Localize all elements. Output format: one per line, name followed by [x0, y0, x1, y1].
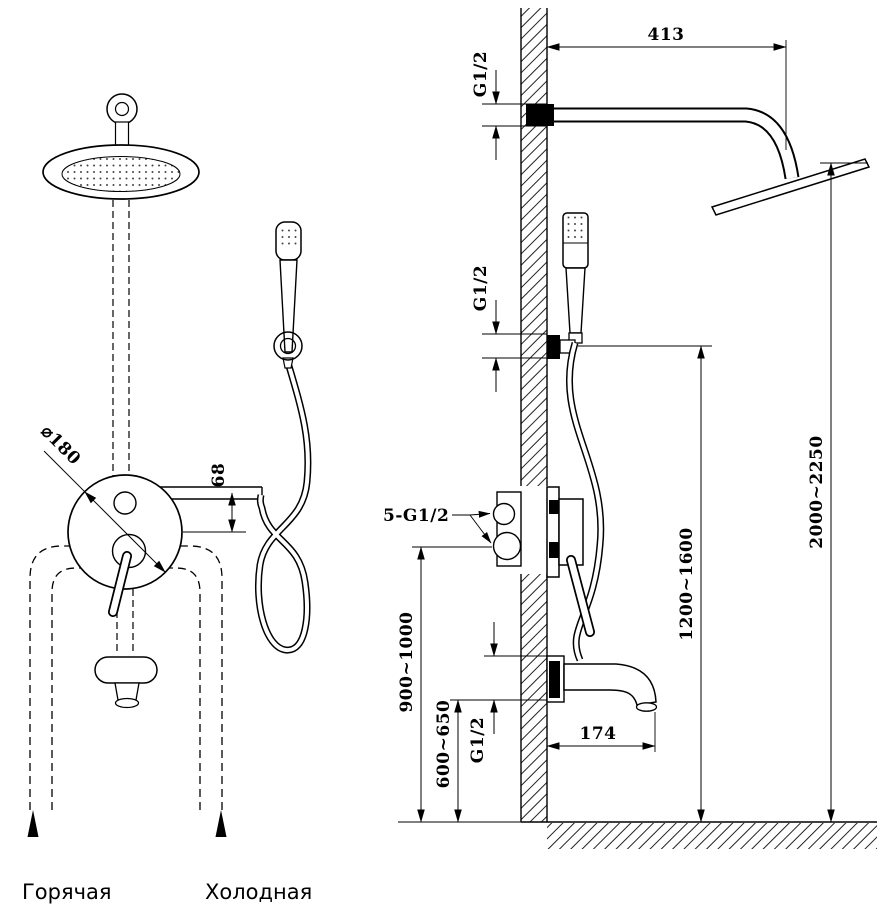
hand-shower-front: [275, 221, 302, 369]
dim-g12-arm: G1/2: [471, 51, 547, 160]
dim-413: 413: [546, 25, 787, 150]
rain-shower-head-front: [42, 93, 200, 200]
hot-water-label: Горячая: [22, 880, 112, 904]
dim-diameter-label: ⌀180: [37, 422, 85, 470]
dim-600-650: 600~650: [434, 699, 462, 823]
dim-g12-holder-label: G1/2: [471, 265, 491, 311]
dim-1200-1600: 1200~1600: [578, 345, 712, 823]
dim-900-1000-label: 900~1000: [397, 611, 417, 712]
dim-68: 68: [183, 463, 246, 533]
floor-section: [521, 821, 877, 849]
hot-flow-arrow: [27, 810, 39, 837]
dim-900-1000: 900~1000: [397, 546, 492, 823]
dim-5-g12-label: 5-G1/2: [383, 506, 449, 526]
front-view: 68 ⌀180 Горячая Холодная: [22, 93, 312, 904]
mixer-valve-side: [492, 486, 595, 637]
dim-413-label: 413: [648, 25, 685, 45]
dim-1200-1600-label: 1200~1600: [677, 527, 697, 640]
cold-flow-arrow: [215, 810, 227, 837]
dim-2000-2250: 2000~2250: [807, 162, 868, 823]
hand-shower-holder-front: [273, 331, 303, 361]
hand-shower-side: [562, 212, 589, 344]
hot-supply-pipe-dashed: [29, 545, 81, 810]
spout-side: [546, 655, 658, 712]
shower-riser-dashed: [112, 200, 134, 654]
dim-2000-2250-label: 2000~2250: [807, 435, 827, 548]
dim-g12-holder: G1/2: [471, 265, 547, 392]
side-view: 413 G1/2 G1/2 5-G1/2 G1/2: [383, 8, 877, 849]
dim-g12-spout: G1/2: [450, 622, 547, 763]
dim-600-650-label: 600~650: [434, 700, 454, 789]
shower-arm-side: [526, 104, 800, 180]
spout-front: [94, 656, 158, 709]
wall-section: [520, 8, 548, 822]
hand-shower-hose-side: [565, 342, 605, 662]
dim-g12-arm-label: G1/2: [471, 51, 491, 97]
hand-shower-supply-pipe: [160, 486, 263, 500]
dim-g12-spout-label: G1/2: [468, 717, 488, 763]
dim-174: 174: [546, 712, 656, 752]
cold-water-label: Холодная: [205, 880, 312, 904]
dim-174-label: 174: [580, 724, 617, 744]
hand-shower-hose-front: [254, 365, 312, 654]
dim-68-label: 68: [209, 463, 229, 488]
dim-5-g12: 5-G1/2: [383, 506, 492, 544]
cold-supply-pipe-dashed: [169, 545, 223, 810]
